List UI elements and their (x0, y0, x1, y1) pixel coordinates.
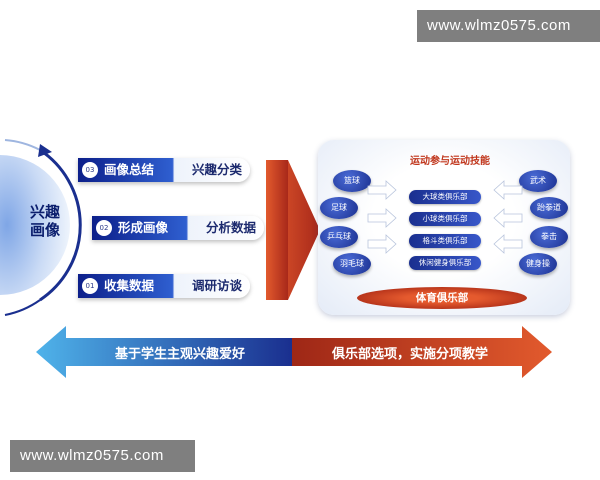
sports-club-panel (318, 140, 570, 315)
stage-bar-02: 02 形成画像 分析数据 (92, 216, 264, 240)
sport-bubble: 健身操 (519, 253, 557, 275)
bottom-right-label: 俱乐部选项，实施分项教学 (331, 347, 488, 362)
stage-label: 形成画像 (118, 220, 169, 235)
stage-label: 画像总结 (104, 162, 155, 177)
sport-bubble: 羽毛球 (333, 253, 371, 275)
stage-action: 兴趣分类 (191, 162, 242, 177)
sport-bubble: 足球 (320, 197, 358, 219)
club-pill: 大球类俱乐部 (409, 190, 481, 204)
bottom-left-label: 基于学生主观兴趣爱好 (114, 347, 245, 362)
club-base: 体育俱乐部 (357, 287, 527, 309)
stage-number: 03 (82, 162, 98, 178)
stage-bar-01: 01 收集数据 调研访谈 (78, 274, 250, 298)
stage-number: 01 (82, 278, 98, 294)
sport-bubble: 武术 (519, 170, 557, 192)
stage-label: 收集数据 (104, 278, 155, 293)
connector-arrows-icon (367, 180, 523, 254)
watermark-top: www.wlmz0575.com (417, 10, 600, 42)
sport-bubble: 乒乓球 (320, 226, 358, 248)
bottom-double-arrow-icon (36, 326, 552, 378)
panel-title: 运动参与运动技能 (410, 156, 490, 167)
portrait-title: 兴趣画像 (30, 203, 61, 239)
stage-bar-03: 03 画像总结 兴趣分类 (78, 158, 250, 182)
club-pill: 休闲健身俱乐部 (409, 256, 481, 270)
stage-action: 调研访谈 (191, 278, 242, 293)
sport-bubble: 篮球 (333, 170, 371, 192)
watermark-bottom: www.wlmz0575.com (10, 440, 195, 472)
club-pill: 小球类俱乐部 (409, 212, 481, 226)
process-arrow-icon (266, 160, 320, 300)
sport-bubble: 拳击 (530, 226, 568, 248)
club-pill: 格斗类俱乐部 (409, 234, 481, 248)
sport-bubble: 跆拳道 (530, 197, 568, 219)
stage-action: 分析数据 (205, 220, 256, 235)
stage-number: 02 (96, 220, 112, 236)
